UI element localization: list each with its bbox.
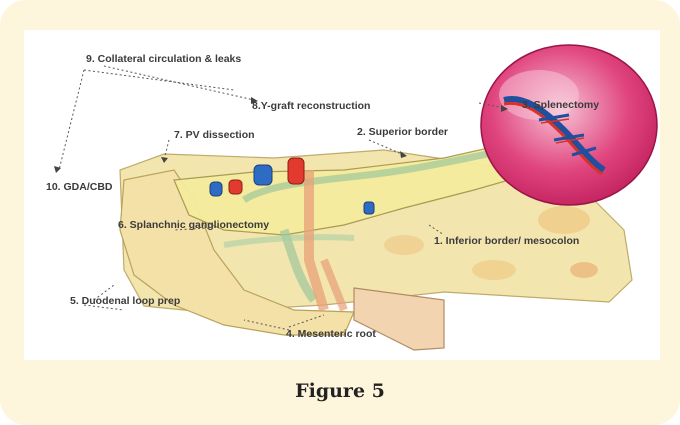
vein-stub xyxy=(364,202,374,214)
jejunum-shape xyxy=(354,288,444,350)
vein-stub xyxy=(210,182,222,196)
anatomy-illustration: 9. Collateral circulation & leaks 8.Y-gr… xyxy=(24,30,660,360)
label-pv-dissection: 7. PV dissection xyxy=(174,129,255,141)
label-duodenal-loop: 5. Duodenal loop prep xyxy=(70,295,180,307)
patch xyxy=(538,206,590,234)
patch xyxy=(570,262,598,278)
vein-stub xyxy=(254,165,272,185)
label-splanchnic-ganglionectomy: 6. Splanchnic ganglionectomy xyxy=(118,219,269,231)
artery-stub xyxy=(288,158,304,184)
spleen-shape xyxy=(481,45,657,205)
patch xyxy=(472,260,516,280)
anatomy-diagram: 9. Collateral circulation & leaks 8.Y-gr… xyxy=(24,30,660,360)
label-collateral-circulation: 9. Collateral circulation & leaks xyxy=(86,53,241,65)
figure-caption: Figure 5 xyxy=(0,380,680,402)
label-gda-cbd: 10. GDA/CBD xyxy=(46,181,113,193)
patch xyxy=(384,235,424,255)
artery-stub xyxy=(229,180,242,194)
label-inferior-border: 1. Inferior border/ mesocolon xyxy=(434,235,579,247)
label-superior-border: 2. Superior border xyxy=(357,126,448,138)
label-y-graft: 8.Y-graft reconstruction xyxy=(252,100,370,112)
label-mesenteric-root: 4. Mesenteric root xyxy=(286,328,376,340)
label-splenectomy: 3. Splenectomy xyxy=(522,99,599,111)
